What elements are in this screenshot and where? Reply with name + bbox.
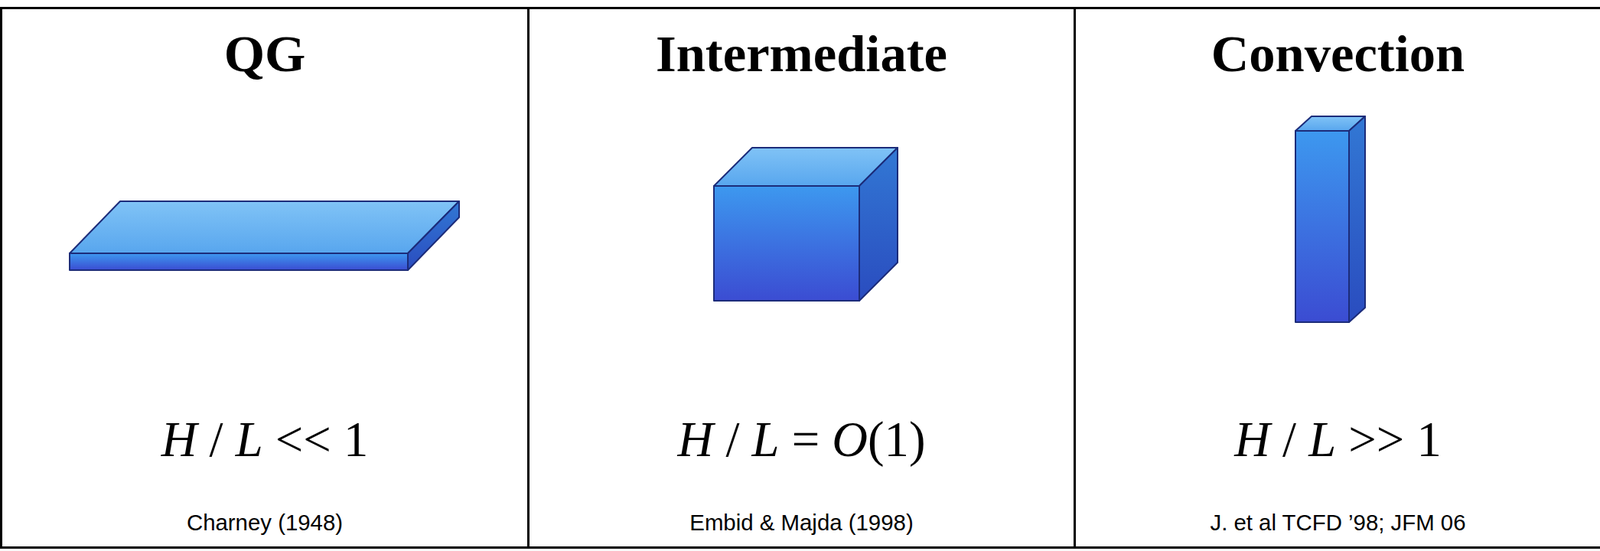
tall-column (1295, 116, 1366, 323)
regime-panel: Intermediate H / L = O(1) Embid & Majda (1… (527, 6, 1076, 549)
citation: Embid & Majda (1998) (529, 510, 1074, 535)
citation: Charney (1948) (2, 510, 528, 535)
flat-slab (69, 201, 460, 271)
panel-title: Intermediate (529, 25, 1074, 83)
aspect-ratio-formula: H / L << 1 (2, 412, 528, 467)
panel-title: QG (2, 25, 528, 83)
citation: J. et al TCFD ’98; JFM 06 (1075, 510, 1600, 535)
regime-panel: QG H / L << 1 Charney (1948) (0, 6, 530, 549)
panel-title: Convection (1075, 25, 1600, 83)
aspect-ratio-formula: H / L = O(1) (529, 412, 1074, 467)
cube (713, 147, 898, 301)
aspect-ratio-formula: H / L >> 1 (1075, 412, 1600, 467)
regime-panel: Convection H / L >> 1 J. et al TCFD ’98; J… (1073, 6, 1600, 549)
